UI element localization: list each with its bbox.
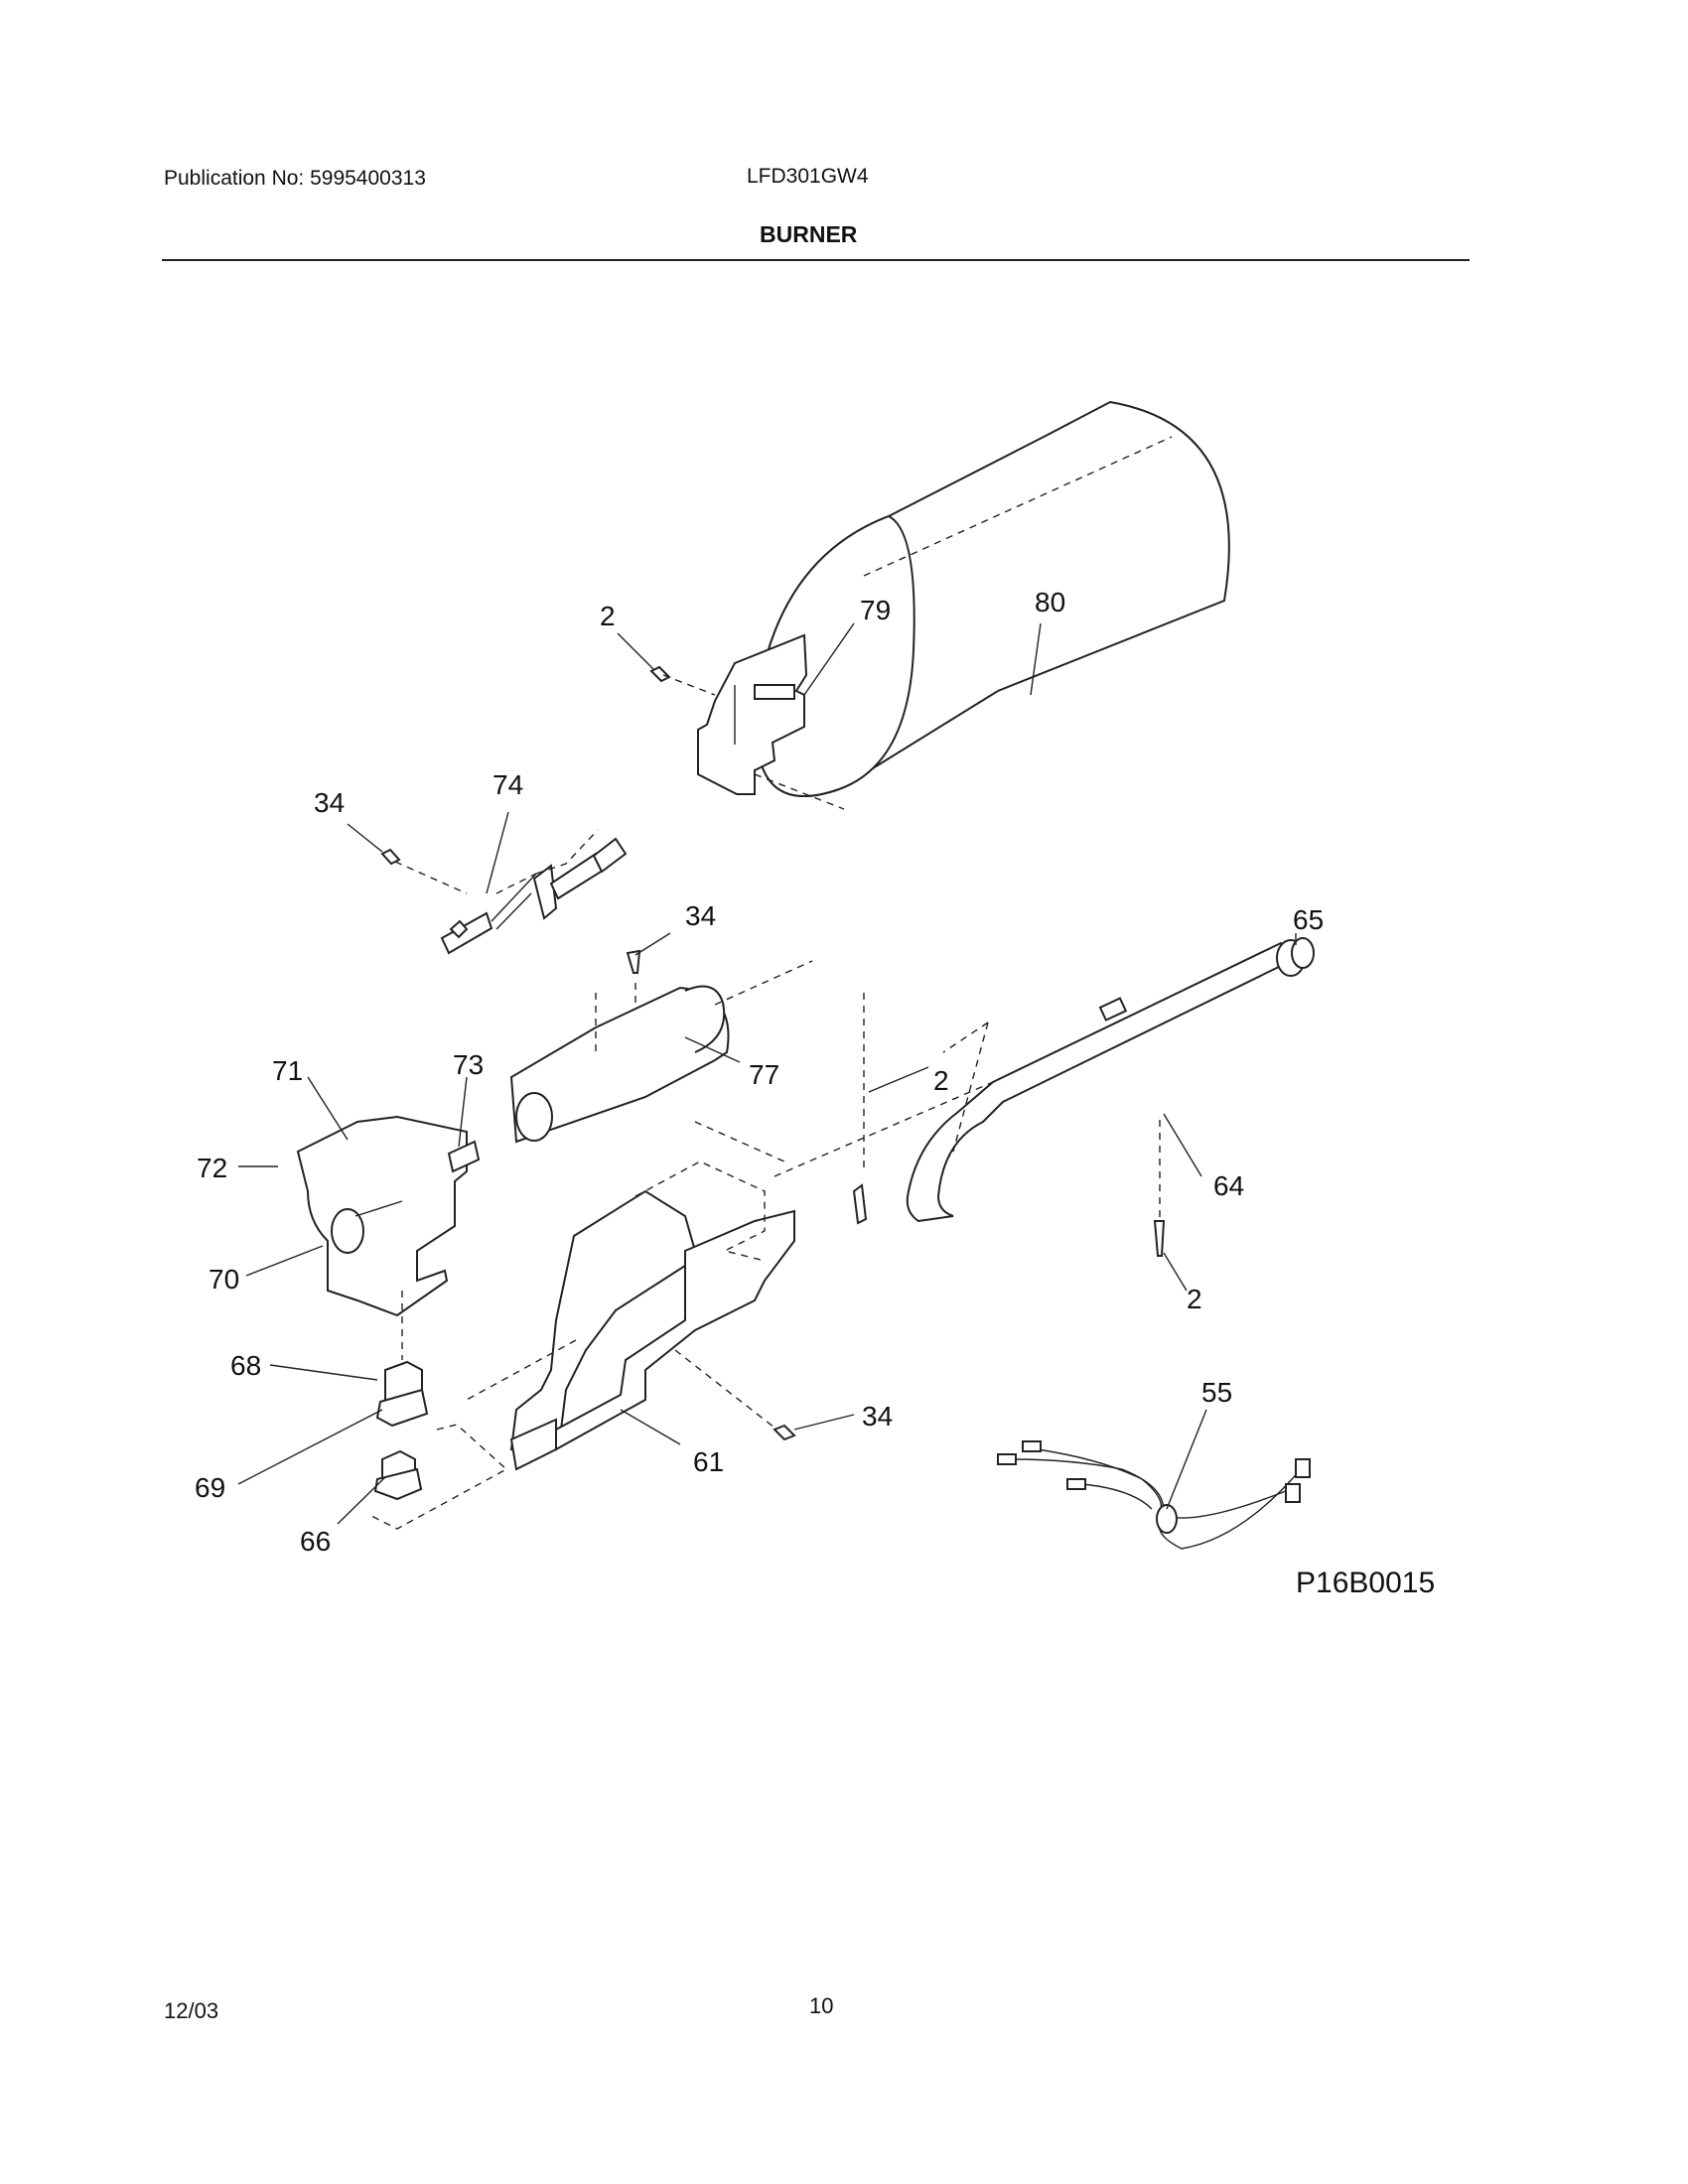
callout-label: 2 — [1187, 1284, 1202, 1314]
callout-label: 34 — [862, 1401, 893, 1432]
footer-date: 12/03 — [164, 1998, 219, 2023]
callout-label: 69 — [195, 1472, 225, 1503]
callout-label: 77 — [749, 1059, 779, 1090]
part-68-orifice — [375, 1360, 429, 1428]
callout-label: 73 — [453, 1049, 484, 1080]
callout-label: 68 — [230, 1350, 261, 1381]
callout-label: 66 — [300, 1526, 331, 1557]
callout-label: 72 — [197, 1153, 227, 1183]
callout-label: 34 — [314, 787, 345, 818]
diagram-code: P16B0015 — [1296, 1567, 1436, 1599]
callout-label: 2 — [933, 1065, 949, 1096]
callout-label: 79 — [860, 595, 891, 625]
callout-label: 74 — [492, 769, 523, 800]
callout-label: 61 — [693, 1446, 724, 1477]
model-number: LFD301GW4 — [747, 165, 869, 188]
part-80-burner-tube — [755, 400, 1230, 797]
part-74-igniter — [440, 837, 628, 955]
part-66-hood — [373, 1449, 423, 1501]
header-rule — [162, 259, 1470, 261]
callout-label: 70 — [209, 1264, 239, 1295]
page-number: 10 — [809, 1993, 834, 2018]
part-77-burner-funnel — [509, 985, 730, 1144]
callout-label: 71 — [272, 1055, 303, 1086]
section-title: BURNER — [760, 221, 858, 247]
part-61-burner-bracket — [466, 1189, 795, 1471]
screw-icons — [380, 665, 1166, 1441]
callout-label: 34 — [685, 900, 716, 931]
part-70-gas-valve — [296, 1115, 481, 1317]
publication-number: Publication No: 5995400313 — [164, 167, 426, 190]
assembly-dashed-lines — [366, 674, 1161, 1530]
callout-label: 2 — [600, 601, 616, 631]
part-79-bracket — [697, 633, 808, 795]
callout-label: 80 — [1035, 587, 1065, 617]
part-64-crossover-tube — [906, 941, 1293, 1223]
callout-label: 64 — [1213, 1170, 1244, 1201]
part-55-wire-harness — [997, 1440, 1311, 1550]
leader-lines — [237, 622, 1297, 1525]
callout-label: 65 — [1293, 904, 1324, 935]
part-65-cap — [1276, 937, 1315, 977]
callout-label: 55 — [1201, 1377, 1232, 1408]
